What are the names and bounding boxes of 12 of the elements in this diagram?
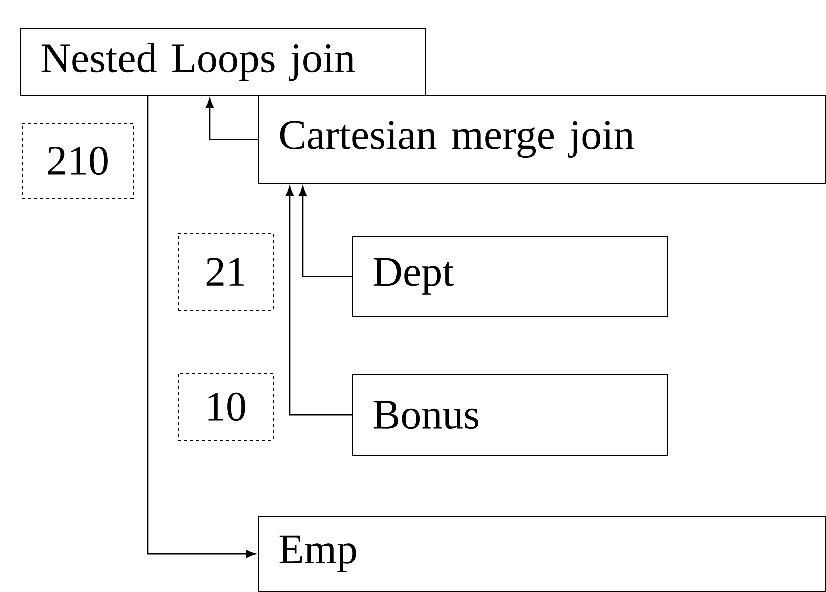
operator-box: Nested Loops join	[20, 28, 426, 96]
count-box: 10	[178, 373, 274, 441]
operator-box: Emp	[258, 516, 826, 592]
operator-box: Cartesian merge join	[258, 95, 826, 184]
count-box: 210	[22, 123, 134, 199]
operator-box: Dept	[352, 236, 668, 318]
arrow	[147, 96, 256, 558]
arrow	[298, 186, 352, 278]
arrow	[206, 98, 258, 140]
count-box: 21	[178, 233, 274, 311]
arrow	[286, 186, 352, 416]
operator-box: Bonus	[352, 374, 668, 456]
